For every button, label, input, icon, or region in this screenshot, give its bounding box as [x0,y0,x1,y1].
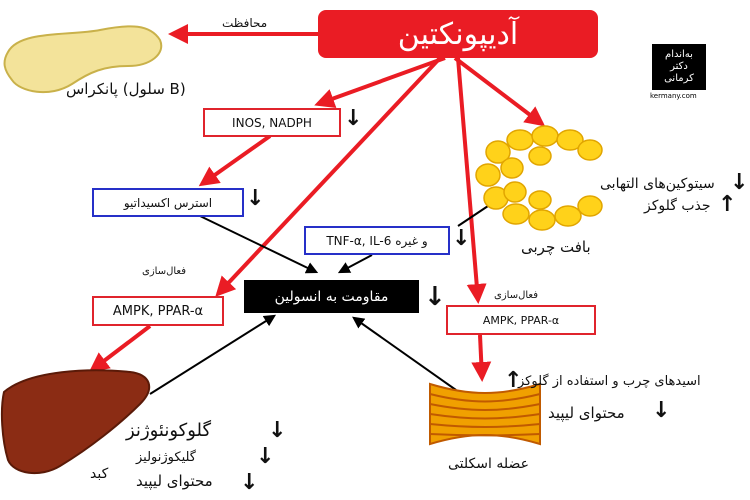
adipose-effect-glucose: جذب گلوکز [644,198,711,214]
adipose-illustration [475,125,603,231]
logo-line-1: به‌اندام [665,49,693,60]
ampk-ppar-right-box: AMPK, PPAR-α [446,305,596,335]
activation-label-left: فعال‌سازی [142,266,186,277]
liver-effect-glycogenolysis: گلیکوژنولیز [136,450,196,465]
arrow-title-to-ampk-left [215,56,442,297]
oxidative-stress-box: استرس اکسیداتیو [92,188,244,217]
adiponectin-title: آدیپونکتین [318,10,598,58]
arrow-tnf-to-resistance [337,254,373,274]
muscle-illustration [429,382,541,446]
tnf-il6-box: TNF-α, IL-6 و غیره [304,226,450,255]
arrow-liver-to-resistance [149,314,277,395]
muscle-lipid-arrow: ↓ [652,398,671,423]
insulin-resistance-down-arrow: ↓ [424,282,446,312]
protection-label: محافظت [222,16,268,30]
inos-down-arrow: ↓ [344,106,363,131]
muscle-fatty-acids-arrow: ↑ [504,368,523,393]
liver-illustration [0,369,151,475]
logo-url: kermany.com [650,92,697,100]
insulin-resistance-box: مقاومت به انسولین [244,280,419,313]
arrow-title-to-ampk-right [456,57,487,304]
adipose-glucose-arrow: ↑ [718,192,737,217]
logo-line-3: کرمانی [664,73,694,84]
muscle-label: عضله اسکلتی [448,456,529,472]
oxidative-down-arrow: ↓ [246,186,265,211]
logo-line-2: دکتر [670,61,688,72]
liver-effect-lipid: محتوای لیپید [136,472,213,490]
liver-label: کبد [90,466,109,482]
arrow-oxidative-to-resistance [199,215,319,274]
liver-glycogenolysis-arrow: ↓ [256,444,275,469]
inos-nadph-box: INOS, NADPH [203,108,341,137]
arrow-ampk-left-to-liver [88,324,152,373]
ampk-ppar-left-box: AMPK, PPAR-α [92,296,224,326]
arrow-title-to-adipose [453,56,546,127]
arrow-ampk-right-to-muscle [471,334,492,382]
pancreas-illustration [3,25,163,94]
pancreas-label: پانکراس (سلول B) [66,80,186,98]
adipose-cytokines-arrow: ↓ [730,170,749,195]
liver-gluconeogenesis-arrow: ↓ [268,418,287,443]
arrow-inos-to-oxidative [198,134,272,187]
muscle-effect-lipid: محتوای لیپید [548,404,625,422]
kermany-logo: به‌اندام دکتر کرمانی [652,44,706,90]
liver-lipid-arrow: ↓ [240,470,259,495]
tnf-down-arrow: ↓ [452,226,471,251]
arrow-muscle-to-resistance [352,316,457,391]
adipose-effect-cytokines: سیتوکین‌های التهابی [600,176,715,192]
muscle-effect-fatty-acids: اسیدهای چرب و استفاده از گلوکز [518,374,701,389]
adipose-label: بافت چربی [521,238,591,256]
activation-label-right: فعال‌سازی [494,290,538,301]
arrow-title-to-inos [314,56,446,108]
liver-effect-gluconeogenesis: گلوکونئوژنز [126,420,212,441]
